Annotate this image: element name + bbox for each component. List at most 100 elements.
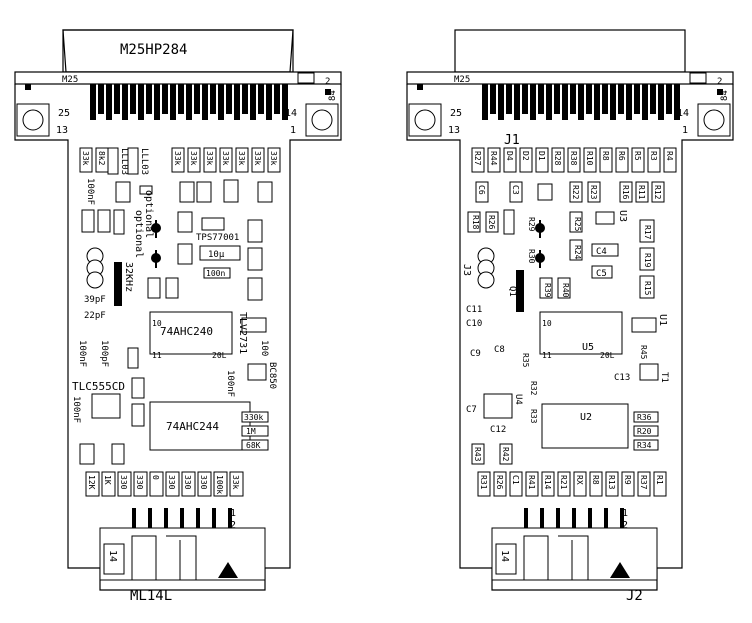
- ref-label: RX: [575, 475, 584, 485]
- right-label-u4: U4: [513, 394, 523, 405]
- header-pin: [604, 508, 608, 530]
- connector-pin: [578, 84, 584, 120]
- ref-label: D1: [537, 151, 546, 161]
- ref-label: R39: [543, 283, 552, 298]
- right-header-pin2: 2: [622, 520, 628, 531]
- left-jumper-84: 84: [328, 90, 338, 101]
- left-240-pin10: 10: [152, 319, 162, 328]
- right-header-pin1: 1: [622, 508, 628, 519]
- header-pin: [132, 508, 136, 530]
- connector-pin: [538, 84, 544, 114]
- connector-pin: [250, 84, 256, 120]
- connector-pin: [170, 84, 176, 120]
- left-100: 100: [259, 340, 269, 356]
- ref-label: R42: [501, 447, 510, 462]
- left-32khz: 32KHz: [123, 262, 134, 292]
- capacitor-label: C5: [596, 269, 607, 279]
- left-dsub-connector-body: [62, 29, 294, 73]
- ref-label: R27: [473, 151, 482, 166]
- resistor-label: 330: [119, 475, 128, 490]
- header-pin: [540, 508, 544, 530]
- header-pin: [164, 508, 168, 530]
- ref-label: R12: [653, 185, 662, 200]
- ref-label: R1: [655, 475, 664, 485]
- ref-label: R31: [479, 475, 488, 490]
- resistor-label: 33k: [205, 151, 214, 166]
- connector-pin: [98, 84, 104, 114]
- right-u5-pin10: 10: [542, 319, 552, 328]
- header-pin: [148, 508, 152, 530]
- header-pin: [572, 508, 576, 530]
- resistor-label: 33k: [189, 151, 198, 166]
- left-22pf: 22pF: [84, 311, 106, 321]
- connector-pin: [178, 84, 184, 114]
- ref-label: R24: [573, 245, 582, 260]
- left-header-pin1: 1: [230, 508, 236, 519]
- left-pin-1: 1: [290, 125, 296, 136]
- connector-pin: [618, 84, 624, 114]
- connector-pin: [202, 84, 208, 120]
- connector-pin: [138, 84, 144, 120]
- capacitor-label: C10: [466, 319, 482, 329]
- left-chip-tps77001: TPS77001: [196, 233, 239, 243]
- connector-pin: [258, 84, 264, 114]
- right-dsub-connector-body: [454, 29, 686, 73]
- left-100nf-a: 100nF: [85, 178, 95, 205]
- connector-pin: [554, 84, 560, 114]
- resistor-label: 33k: [231, 475, 240, 490]
- left-llld3-b: LLL03: [139, 148, 149, 175]
- capacitor-label: C11: [466, 305, 482, 315]
- ref-label: R38: [569, 151, 578, 166]
- resistor-label: 330: [183, 475, 192, 490]
- left-100n: 100n: [206, 269, 225, 278]
- left-chip-tlc555cd: TLC555CD: [72, 380, 125, 393]
- resistor-label: 1K: [103, 475, 112, 485]
- ref-label: R41: [527, 475, 536, 490]
- connector-pin: [674, 84, 680, 120]
- connector-pin: [546, 84, 552, 120]
- connector-pin: [530, 84, 536, 120]
- right-label-j1: J1: [504, 133, 520, 148]
- left-chip-tlv2731: TLV2731: [237, 312, 248, 354]
- ref-label: R19: [643, 253, 652, 268]
- left-pin-25: 25: [58, 108, 70, 119]
- right-pin-14: 14: [677, 108, 689, 119]
- left-pin-14: 14: [285, 108, 297, 119]
- left-jumper-2: 2: [325, 77, 330, 87]
- ref-label: R8: [591, 475, 600, 485]
- ref-label: R45: [639, 345, 648, 360]
- ref-label: D2: [521, 151, 530, 161]
- left-connector-pins: [90, 84, 288, 120]
- resistor-label: 8k2: [97, 151, 106, 166]
- resistor-label: 12K: [87, 475, 96, 490]
- right-label-j2: J2: [626, 588, 643, 604]
- right-u5-pin20: 20L: [600, 351, 615, 360]
- connector-pin: [146, 84, 152, 114]
- resistor-label: 33k: [221, 151, 230, 166]
- connector-pin: [234, 84, 240, 120]
- connector-pin: [490, 84, 496, 114]
- right-pin-13: 13: [448, 125, 460, 136]
- left-optional-1: optional: [143, 190, 154, 238]
- left-board-outline: [14, 84, 342, 591]
- left-connector-short: M25: [62, 75, 78, 85]
- left-bc850: BC850: [267, 362, 277, 389]
- resistor-label: 33k: [269, 151, 278, 166]
- connector-pin: [586, 84, 592, 114]
- connector-pin: [266, 84, 272, 120]
- ref-label: R15: [643, 281, 652, 296]
- header-pin: [180, 508, 184, 530]
- right-label-j3: J3: [461, 264, 472, 276]
- left-ml14l-header: [99, 527, 266, 581]
- ref-label: R28: [553, 151, 562, 166]
- left-header-pin14: 14: [107, 550, 118, 562]
- capacitor-label: C4: [596, 247, 607, 257]
- right-mount-hole-right: [703, 109, 725, 131]
- capacitor-label: C8: [494, 345, 505, 355]
